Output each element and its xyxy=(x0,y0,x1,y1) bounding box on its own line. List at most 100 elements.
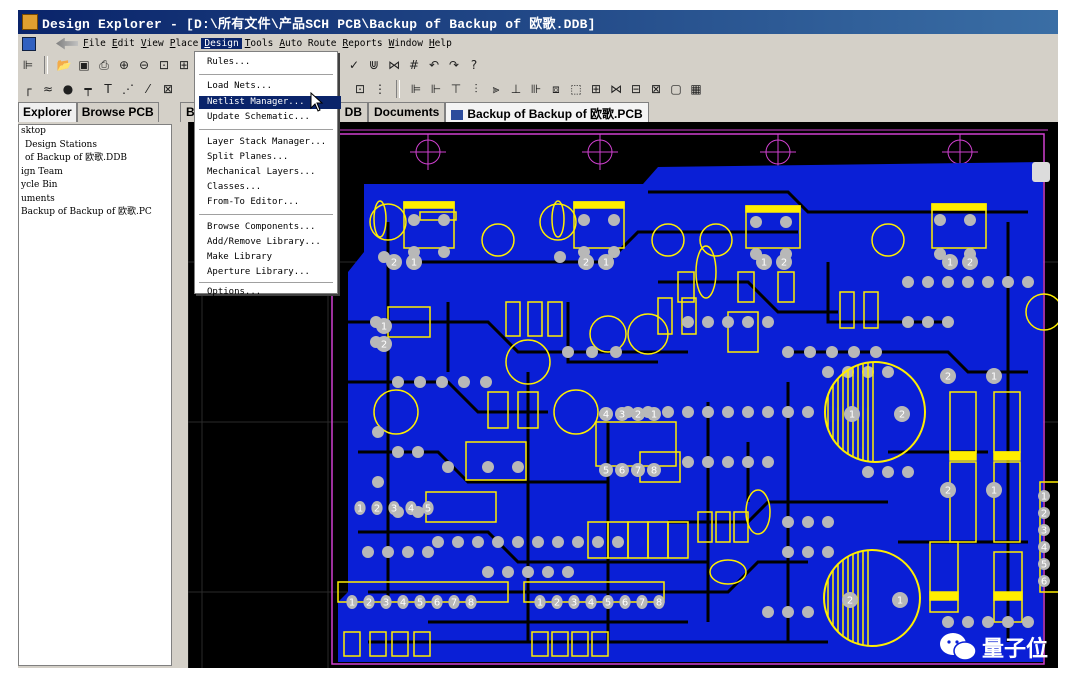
align-right-icon[interactable]: ⊩ xyxy=(430,82,442,96)
menu-separator xyxy=(199,214,333,215)
menu-item-netlist-manager[interactable]: Netlist Manager... xyxy=(199,96,341,109)
place-coordinate-icon[interactable]: ⋰ xyxy=(122,82,134,96)
tab-browse-pcb[interactable]: Browse PCB xyxy=(76,102,159,122)
menu-help[interactable]: Help xyxy=(428,38,452,49)
tree-item[interactable]: of Backup of 欧歌.DDB xyxy=(25,153,128,163)
menu-item-layer-stack-manager[interactable]: Layer Stack Manager... xyxy=(207,137,327,147)
capacitor-outline xyxy=(699,223,733,257)
pad xyxy=(742,316,754,328)
distribute-h-icon[interactable]: ⫶ xyxy=(474,81,478,96)
zoom-in-icon[interactable]: ⊕ xyxy=(118,58,130,72)
undo-icon[interactable]: ↶ xyxy=(428,58,440,72)
pad xyxy=(882,366,894,378)
menu-auto-route[interactable]: Auto Route xyxy=(279,38,337,49)
tree-item[interactable]: ycle Bin xyxy=(21,180,58,190)
inspect-icon[interactable]: ✓ xyxy=(348,58,360,72)
menu-item-aperture-library[interactable]: Aperture Library... xyxy=(207,267,310,277)
pad xyxy=(902,316,914,328)
zoom-out-icon[interactable]: ⊖ xyxy=(138,58,150,72)
menu-item-classes[interactable]: Classes... xyxy=(207,182,262,192)
numbered-pad xyxy=(636,595,648,609)
tab-documents[interactable]: Documents xyxy=(368,102,446,122)
help-icon[interactable]: ? xyxy=(470,58,478,72)
tree-item[interactable]: Design Stations xyxy=(25,139,97,150)
align-left-icon[interactable]: ⊫ xyxy=(410,82,422,96)
menu-item-update-schematic[interactable]: Update Schematic... xyxy=(207,112,310,122)
numbered-pad xyxy=(354,501,366,515)
place-via-icon[interactable]: ┯ xyxy=(84,82,92,96)
center-icon[interactable]: ⧈ xyxy=(552,81,560,96)
track-layer xyxy=(348,190,1028,644)
menu-design[interactable]: Design xyxy=(201,38,242,49)
numbered-pad xyxy=(653,595,665,609)
polarity-bar xyxy=(745,205,801,213)
tree-item[interactable]: ign Team xyxy=(21,166,63,177)
tree-item[interactable]: sktop xyxy=(21,126,46,136)
place-room-icon[interactable]: ⊠ xyxy=(162,82,174,96)
place-line-icon[interactable]: ≈ xyxy=(42,82,54,96)
menu-item-make-library[interactable]: Make Library xyxy=(207,252,273,262)
design-manager-icon[interactable]: ⊫ xyxy=(22,58,34,72)
numbered-pad xyxy=(346,595,358,609)
snap-icon[interactable]: ⋈ xyxy=(610,82,622,96)
redo-icon[interactable]: ↷ xyxy=(448,58,460,72)
tree-item[interactable]: Backup of Backup of 欧歌.PC xyxy=(21,207,152,217)
save-icon[interactable]: ▣ xyxy=(78,58,90,72)
tree-item[interactable]: uments xyxy=(21,193,55,204)
menu-item-split-planes[interactable]: Split Planes... xyxy=(207,152,289,162)
menu-edit[interactable]: Edit xyxy=(111,38,135,49)
menu-file[interactable]: File xyxy=(83,38,106,49)
menu-item-add-remove-library[interactable]: Add/Remove Library... xyxy=(207,237,321,247)
pad-number: 5 xyxy=(417,598,423,609)
pad xyxy=(1002,616,1014,628)
group-icon[interactable]: ⊞ xyxy=(590,82,602,96)
menu-reports[interactable]: Reports xyxy=(342,38,383,49)
menu-item-mechanical-layers[interactable]: Mechanical Layers... xyxy=(207,167,316,177)
pad xyxy=(942,276,954,288)
menu-tools[interactable]: Tools xyxy=(244,38,274,49)
menu-item-browse-components[interactable]: Browse Components... xyxy=(207,222,316,232)
place-text-icon[interactable]: T xyxy=(104,82,112,96)
zoom-area-icon[interactable]: ⊞ xyxy=(178,58,190,72)
print-icon[interactable]: ⎙ xyxy=(99,57,109,72)
array-icon[interactable]: ⊡ xyxy=(354,82,366,96)
pad-number: 7 xyxy=(451,598,457,609)
pad-number: 1 xyxy=(603,258,609,269)
menu-view[interactable]: View xyxy=(140,38,164,49)
capacitor-outline xyxy=(553,389,599,435)
open-folder-icon[interactable]: 📂 xyxy=(56,58,72,72)
menu-window[interactable]: Window xyxy=(388,38,423,49)
place-pad-icon[interactable]: ● xyxy=(62,82,74,96)
table-icon[interactable]: ▦ xyxy=(690,82,702,96)
window-icon[interactable]: ▢ xyxy=(670,82,682,96)
matrix-icon[interactable]: ⋮ xyxy=(374,82,386,96)
pad-number: 2 xyxy=(391,258,397,269)
zoom-fit-icon[interactable]: ⊡ xyxy=(158,58,170,72)
library-icon[interactable]: ⋓ xyxy=(368,58,380,72)
panel-splitter[interactable] xyxy=(174,102,178,668)
place-track-icon[interactable]: ┌ xyxy=(24,82,32,96)
move-icon[interactable]: ⬚ xyxy=(570,82,582,96)
pad-number: 1 xyxy=(411,258,417,269)
ungroup-icon[interactable]: ⊠ xyxy=(650,82,662,96)
place-dimension-icon[interactable]: ⁄ xyxy=(146,82,149,96)
align-bottom-icon[interactable]: ⊥ xyxy=(510,82,522,96)
component-icon[interactable]: ⋈ xyxy=(388,58,400,72)
menu-item-options[interactable]: Options... xyxy=(207,287,262,297)
design-explorer-window: Design Explorer - [D:\所有文件\产品SCH PCB\Bac… xyxy=(18,10,1058,668)
menu-item-load-nets[interactable]: Load Nets... xyxy=(207,81,273,91)
back-arrow-icon[interactable] xyxy=(56,37,78,50)
pad xyxy=(722,316,734,328)
distribute-v-icon[interactable]: ⫸ xyxy=(492,81,500,96)
menu-item-from-to-editor[interactable]: From-To Editor... xyxy=(207,197,300,207)
tab-pcb-document[interactable]: Backup of Backup of 欧歌.PCB xyxy=(445,102,649,122)
union-icon[interactable]: ⊟ xyxy=(630,82,642,96)
spacing-icon[interactable]: ⊪ xyxy=(530,82,542,96)
menu-item-rules[interactable]: Rules... xyxy=(207,57,251,67)
menu-place[interactable]: Place xyxy=(169,38,199,49)
tab-explorer[interactable]: Explorer xyxy=(18,102,77,122)
align-top-icon[interactable]: ⊤ xyxy=(450,82,462,96)
tab-doc-db[interactable]: DB xyxy=(338,102,369,122)
grid-icon[interactable]: # xyxy=(408,58,420,72)
